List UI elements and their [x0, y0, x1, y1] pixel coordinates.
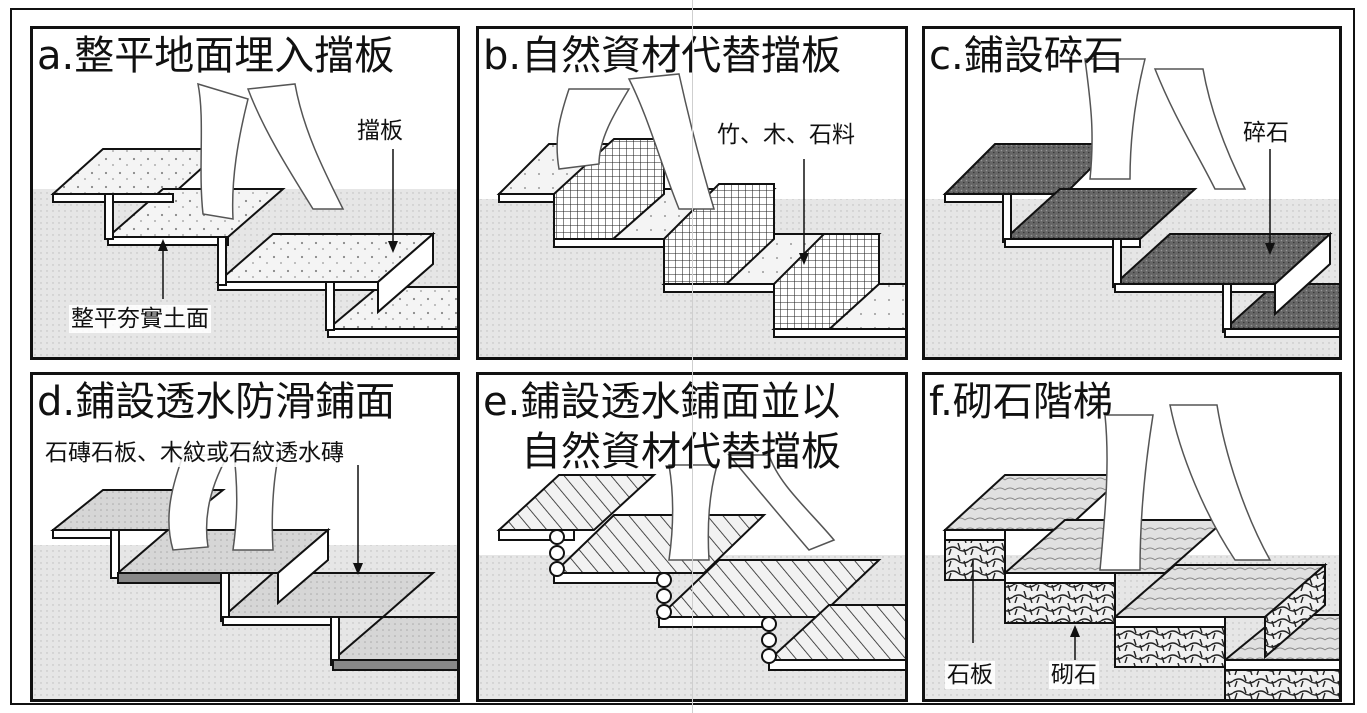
- panel-e-title-line1: e.鋪設透水鋪面並以: [483, 379, 841, 425]
- label-permeable-bricks: 石磚石板、木紋或石紋透水磚: [43, 439, 346, 467]
- scan-seam: [692, 0, 693, 713]
- label-compacted-soil: 整平夯實土面: [69, 305, 211, 333]
- label-gravel: 碎石: [1241, 119, 1291, 147]
- panel-c: c.鋪設碎石 碎石: [922, 26, 1342, 360]
- stair-illustration-c: [925, 58, 1339, 357]
- panel-c-title: c.鋪設碎石: [929, 33, 1124, 79]
- panel-a: a.整平地面埋入擋板 擋板 整平夯實土面: [30, 26, 460, 360]
- panel-d-title: d.鋪設透水防滑鋪面: [37, 379, 396, 425]
- panel-f-title: f.砌石階梯: [929, 379, 1113, 425]
- label-bamboo-wood-stone: 竹、木、石料: [715, 121, 857, 149]
- panel-e-title-line2: 自然資材代替擋板: [521, 429, 841, 475]
- label-stone-slab: 石板: [945, 661, 995, 689]
- label-retaining-board: 擋板: [355, 117, 405, 145]
- panel-f: f.砌石階梯 石板 砌石: [922, 372, 1342, 702]
- label-masonry-stone: 砌石: [1049, 661, 1099, 689]
- panel-a-title: a.整平地面埋入擋板: [37, 33, 395, 79]
- stair-illustration-d: [33, 444, 457, 699]
- panel-d: d.鋪設透水防滑鋪面 石磚石板、木紋或石紋透水磚: [30, 372, 460, 702]
- stair-illustration-f: [925, 404, 1339, 699]
- panel-b-title: b.自然資材代替擋板: [483, 33, 842, 79]
